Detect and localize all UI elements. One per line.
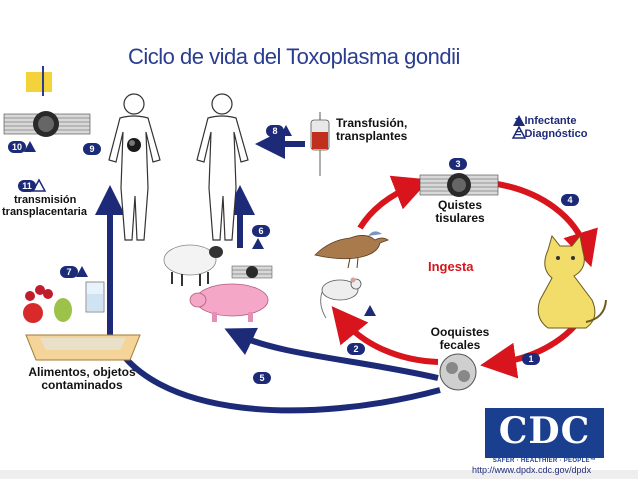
step-9: 9 <box>83 143 101 155</box>
fruit-icon <box>23 285 72 323</box>
arrow-to-livestock <box>224 327 439 381</box>
step-11: 11 <box>18 180 36 192</box>
mouse-icon <box>320 277 362 319</box>
cat-icon <box>537 234 607 329</box>
step-4: 4 <box>561 194 579 206</box>
label-transfusion: Transfusión, <box>336 116 408 130</box>
cdc-tagline: SAFER · HEALTHIER · PEOPLE™ <box>492 458 597 464</box>
cycle-arrow-to-cyst <box>357 175 430 230</box>
step-10: 10 <box>8 141 26 153</box>
cycle-arrow-to-mouse <box>331 306 439 365</box>
cycle-arrow-to-cat <box>496 181 598 268</box>
step-1: 1 <box>522 353 540 365</box>
tissue-cyst-icon <box>231 265 273 279</box>
label-fecal-oocysts-1: Ooquistes <box>430 325 490 339</box>
step-6: 6 <box>252 225 270 237</box>
diagram-title: Ciclo de vida del Toxoplasma gondii <box>128 44 460 69</box>
footer-bar <box>0 470 638 479</box>
blood-bag-icon <box>310 112 330 176</box>
infective-marker-icon <box>24 115 525 316</box>
cdc-logo: CDC <box>485 408 604 458</box>
legend: = Infectante = Diagnóstico <box>515 115 587 141</box>
label-tissue-cysts-1: Quistes <box>437 198 482 212</box>
cdc-logo-text: CDC <box>498 410 591 452</box>
label-ingesta: Ingesta <box>428 259 474 274</box>
pig-icon <box>189 283 269 322</box>
diagnostic-marker-icon <box>31 125 527 192</box>
accent-bar <box>42 66 44 96</box>
step-2: 2 <box>347 343 365 355</box>
legend-infective: = Infectante <box>515 115 577 127</box>
step-3: 3 <box>449 158 467 170</box>
label-food-2: contaminados <box>41 378 123 392</box>
label-fecal-oocysts-2: fecales <box>439 338 481 352</box>
label-food-1: Alimentos, objetos <box>28 365 136 379</box>
accent-block <box>26 72 52 92</box>
glass-icon <box>85 281 105 313</box>
sheep-icon <box>163 244 223 286</box>
oocyst-icon <box>439 353 477 391</box>
step-7: 7 <box>60 266 78 278</box>
human-figure-icon <box>196 93 249 241</box>
step-8: 8 <box>266 125 284 137</box>
bird-icon <box>314 231 389 269</box>
tissue-cyst-icon <box>419 173 499 197</box>
human-figure-icon <box>108 93 161 241</box>
step-5: 5 <box>253 372 271 384</box>
label-transmission-2: transplacentaria <box>2 206 87 218</box>
label-tissue-cysts-2: tisulares <box>435 211 485 225</box>
litter-box-icon <box>25 334 141 361</box>
fetus-icon <box>127 138 141 152</box>
label-transplants: transplantes <box>336 129 408 143</box>
source-url[interactable]: http://www.dpdx.cdc.gov/dpdx <box>472 465 592 475</box>
legend-diagnostic: = Diagnóstico <box>515 128 588 140</box>
label-transmission-1: transmisión <box>14 194 77 206</box>
tissue-cyst-icon <box>3 111 91 137</box>
